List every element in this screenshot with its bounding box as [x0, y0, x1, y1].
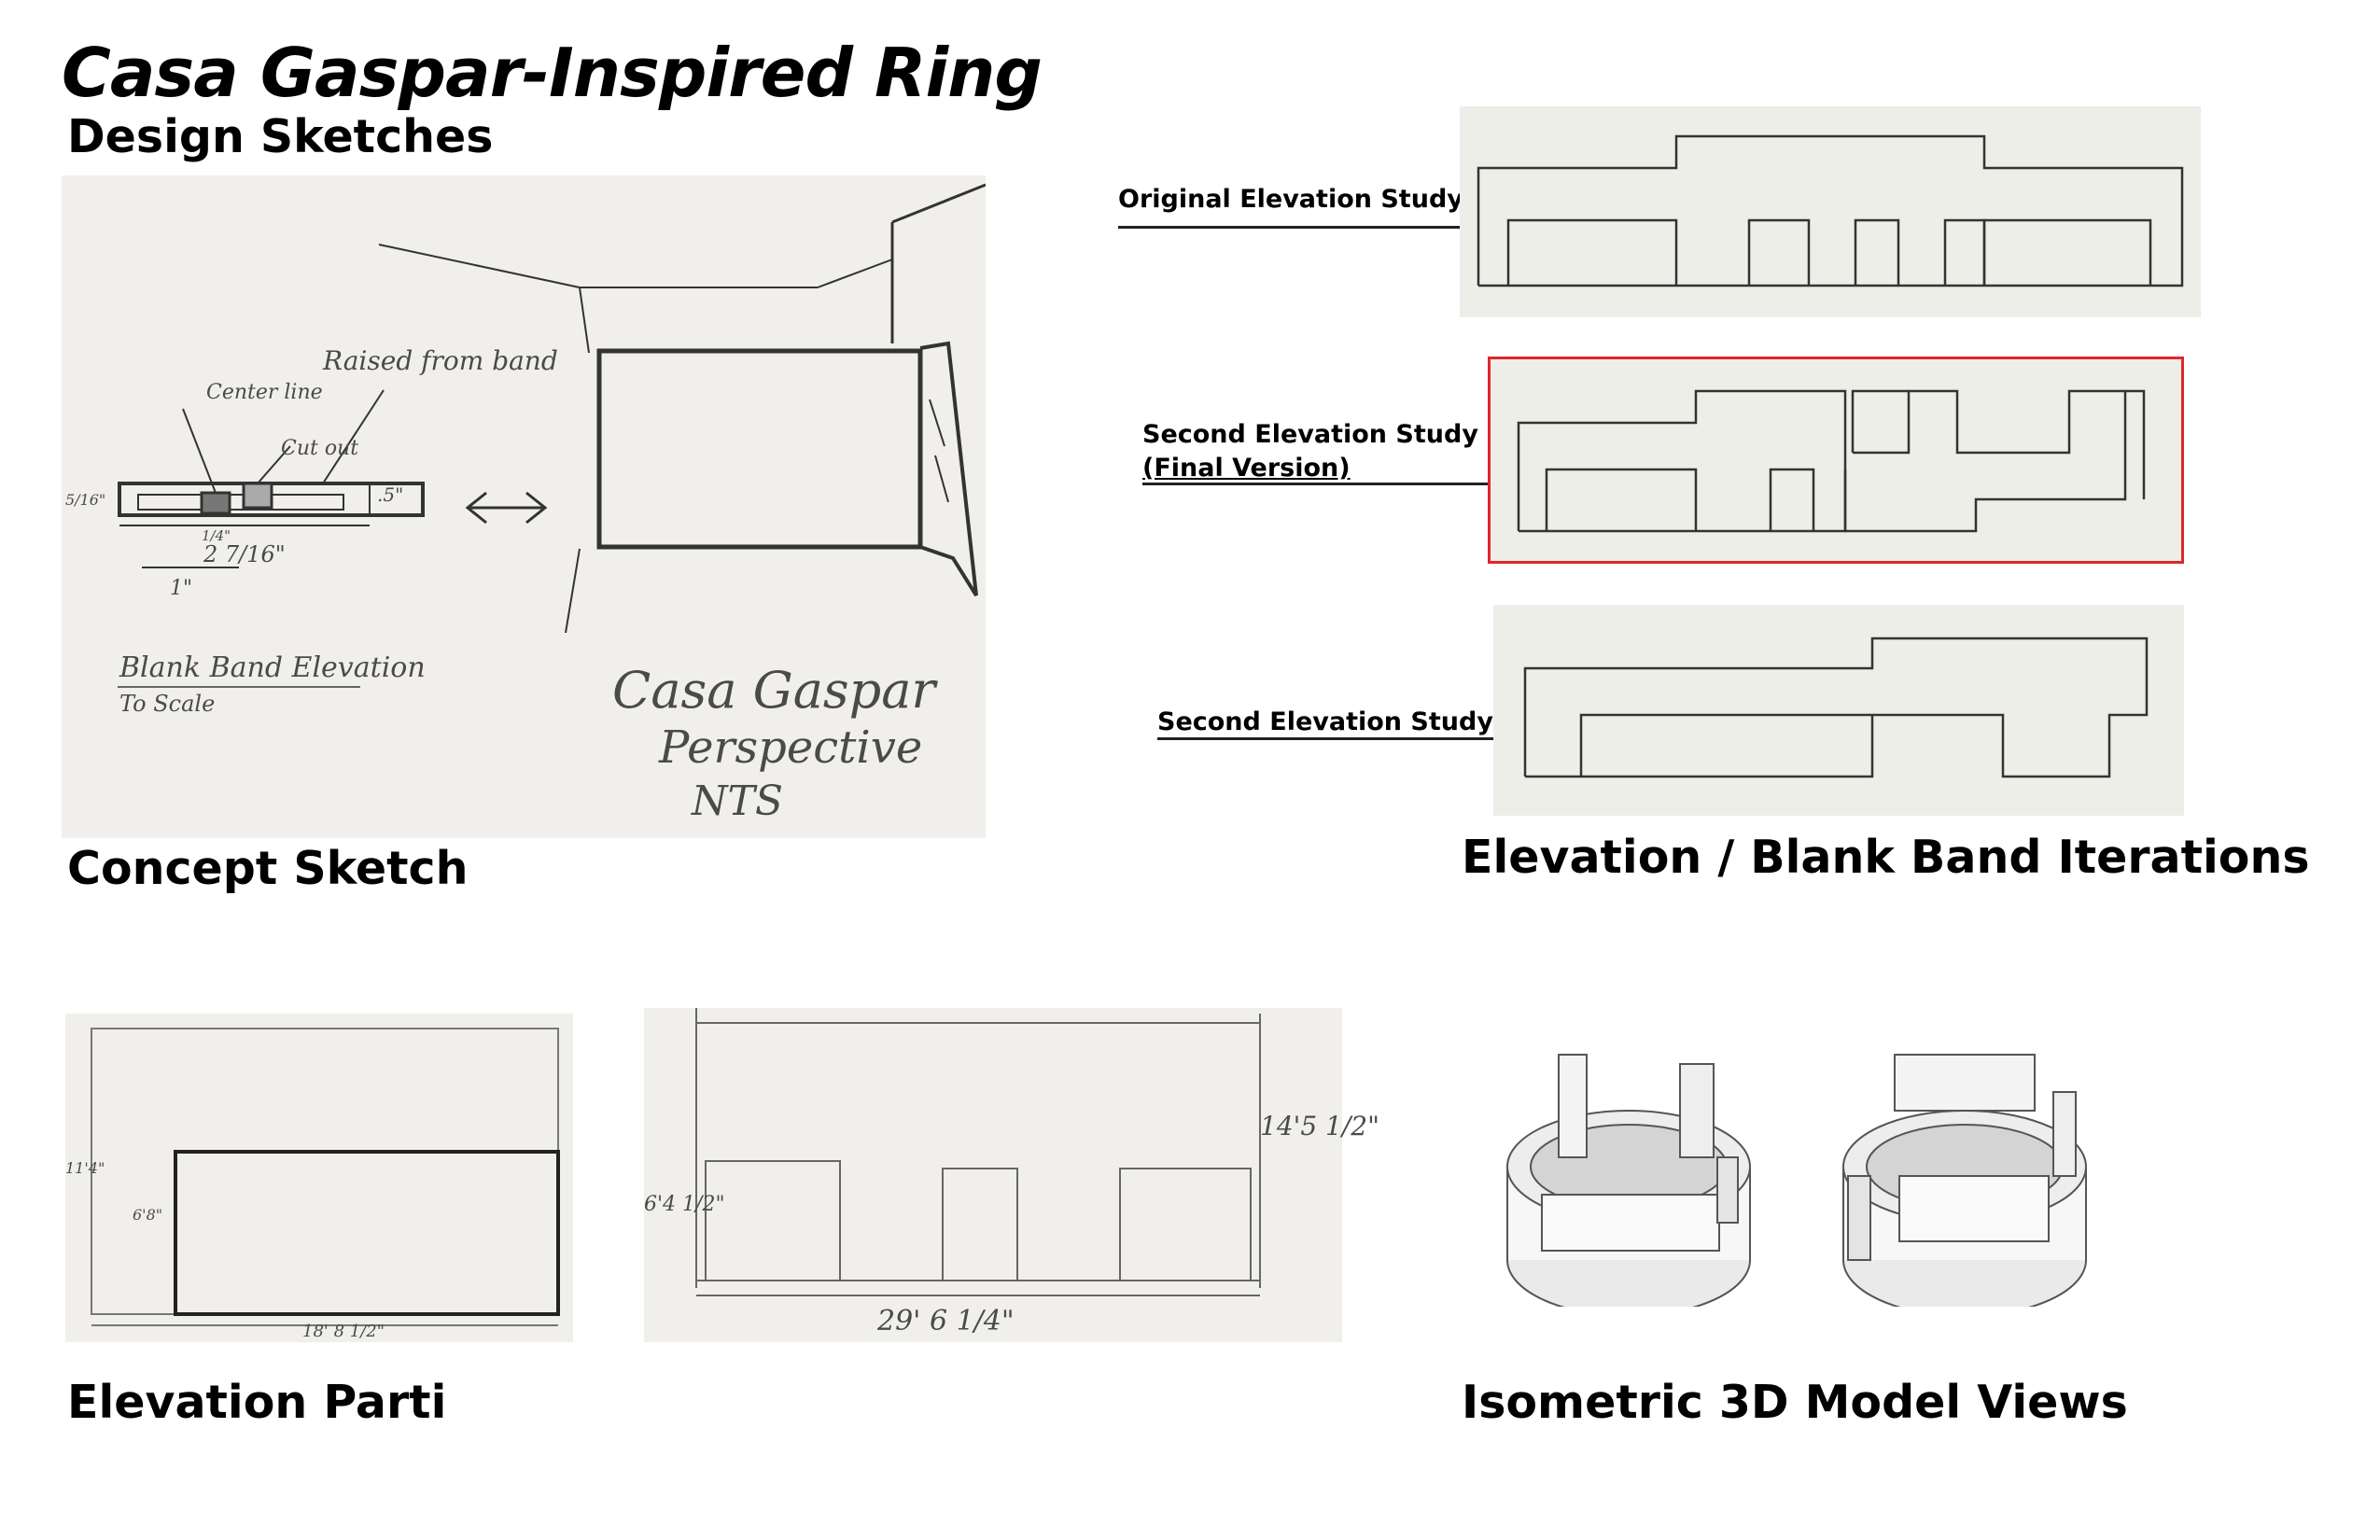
sketch-note-centerline: Center line: [206, 381, 323, 404]
elevation-drawing-original: [1477, 134, 2184, 287]
study-leader-line: [1157, 737, 1493, 740]
isometric-ring-2: [1842, 1054, 2087, 1307]
parti-sketch-left: 11'4" 6'8" 18' 8 1/2": [65, 1014, 573, 1342]
elevation-study-second: [1493, 605, 2184, 816]
isometric-view-1: [1493, 1036, 1764, 1307]
elevation-drawing-final: [1517, 389, 2146, 533]
sketch-dim-width: 2 7/16": [203, 541, 286, 567]
sketch-dim-small: 1/4": [202, 527, 231, 544]
study-leader-line: [1142, 483, 1488, 485]
elevation-study-original: [1460, 106, 2201, 317]
concept-sketch-image: Center line Raised from band Cut out 5/1…: [62, 175, 986, 838]
parti-left-dim-width: 18' 8 1/2": [302, 1322, 385, 1341]
section-title-elevation-parti: Elevation Parti: [67, 1376, 447, 1429]
parti-right-dim-left: 6'4 1/2": [644, 1193, 725, 1216]
sketch-note-cutout: Cut out: [281, 437, 359, 460]
concept-sketch-drawing: [118, 183, 986, 688]
sketch-dim-inch: 1": [170, 577, 193, 600]
page-title: Casa Gaspar-Inspired Ring: [62, 34, 1043, 112]
study-label-final-version: (Final Version): [1142, 454, 1351, 483]
isometric-ring-1: [1506, 1054, 1751, 1307]
parti-sketch-right: 14'5 1/2" 6'4 1/2" 29' 6 1/4": [644, 1008, 1379, 1342]
sketch-dim-height: 5/16": [65, 491, 106, 509]
study-label-original: Original Elevation Study: [1118, 185, 1463, 214]
section-title-elevation-iterations: Elevation / Blank Band Iterations: [1462, 831, 2310, 884]
elevation-study-final: [1488, 357, 2184, 564]
parti-right-dim-height: 14'5 1/2": [1260, 1111, 1379, 1141]
study-label-second: Second Elevation Study: [1157, 707, 1493, 736]
study-label-final: Second Elevation Study: [1142, 420, 1478, 449]
sketch-dim-right: .5": [377, 483, 404, 506]
sketch-label-scale: To Scale: [119, 691, 216, 717]
sketch-persp-label: Perspective: [659, 721, 923, 774]
section-title-isometric: Isometric 3D Model Views: [1462, 1376, 2128, 1429]
parti-drawing-left: [91, 1028, 560, 1326]
parti-left-dim-inner: 6'8": [133, 1206, 163, 1224]
parti-left-dim-height: 11'4": [65, 1159, 105, 1177]
sketch-persp-title: Casa Gaspar: [612, 661, 936, 720]
section-title-concept: Concept Sketch: [67, 842, 469, 895]
sketch-persp-nts: NTS: [692, 777, 783, 825]
sketch-label-elevation: Blank Band Elevation: [119, 651, 426, 684]
parti-right-dim-width: 29' 6 1/4": [877, 1305, 1015, 1337]
page-subtitle: Design Sketches: [67, 110, 494, 163]
study-leader-line: [1118, 226, 1460, 229]
parti-drawing-right: [695, 1008, 1261, 1296]
isometric-view-2: [1829, 1036, 2100, 1307]
sketch-note-raised: Raised from band: [323, 345, 558, 376]
elevation-drawing-second: [1523, 637, 2149, 778]
